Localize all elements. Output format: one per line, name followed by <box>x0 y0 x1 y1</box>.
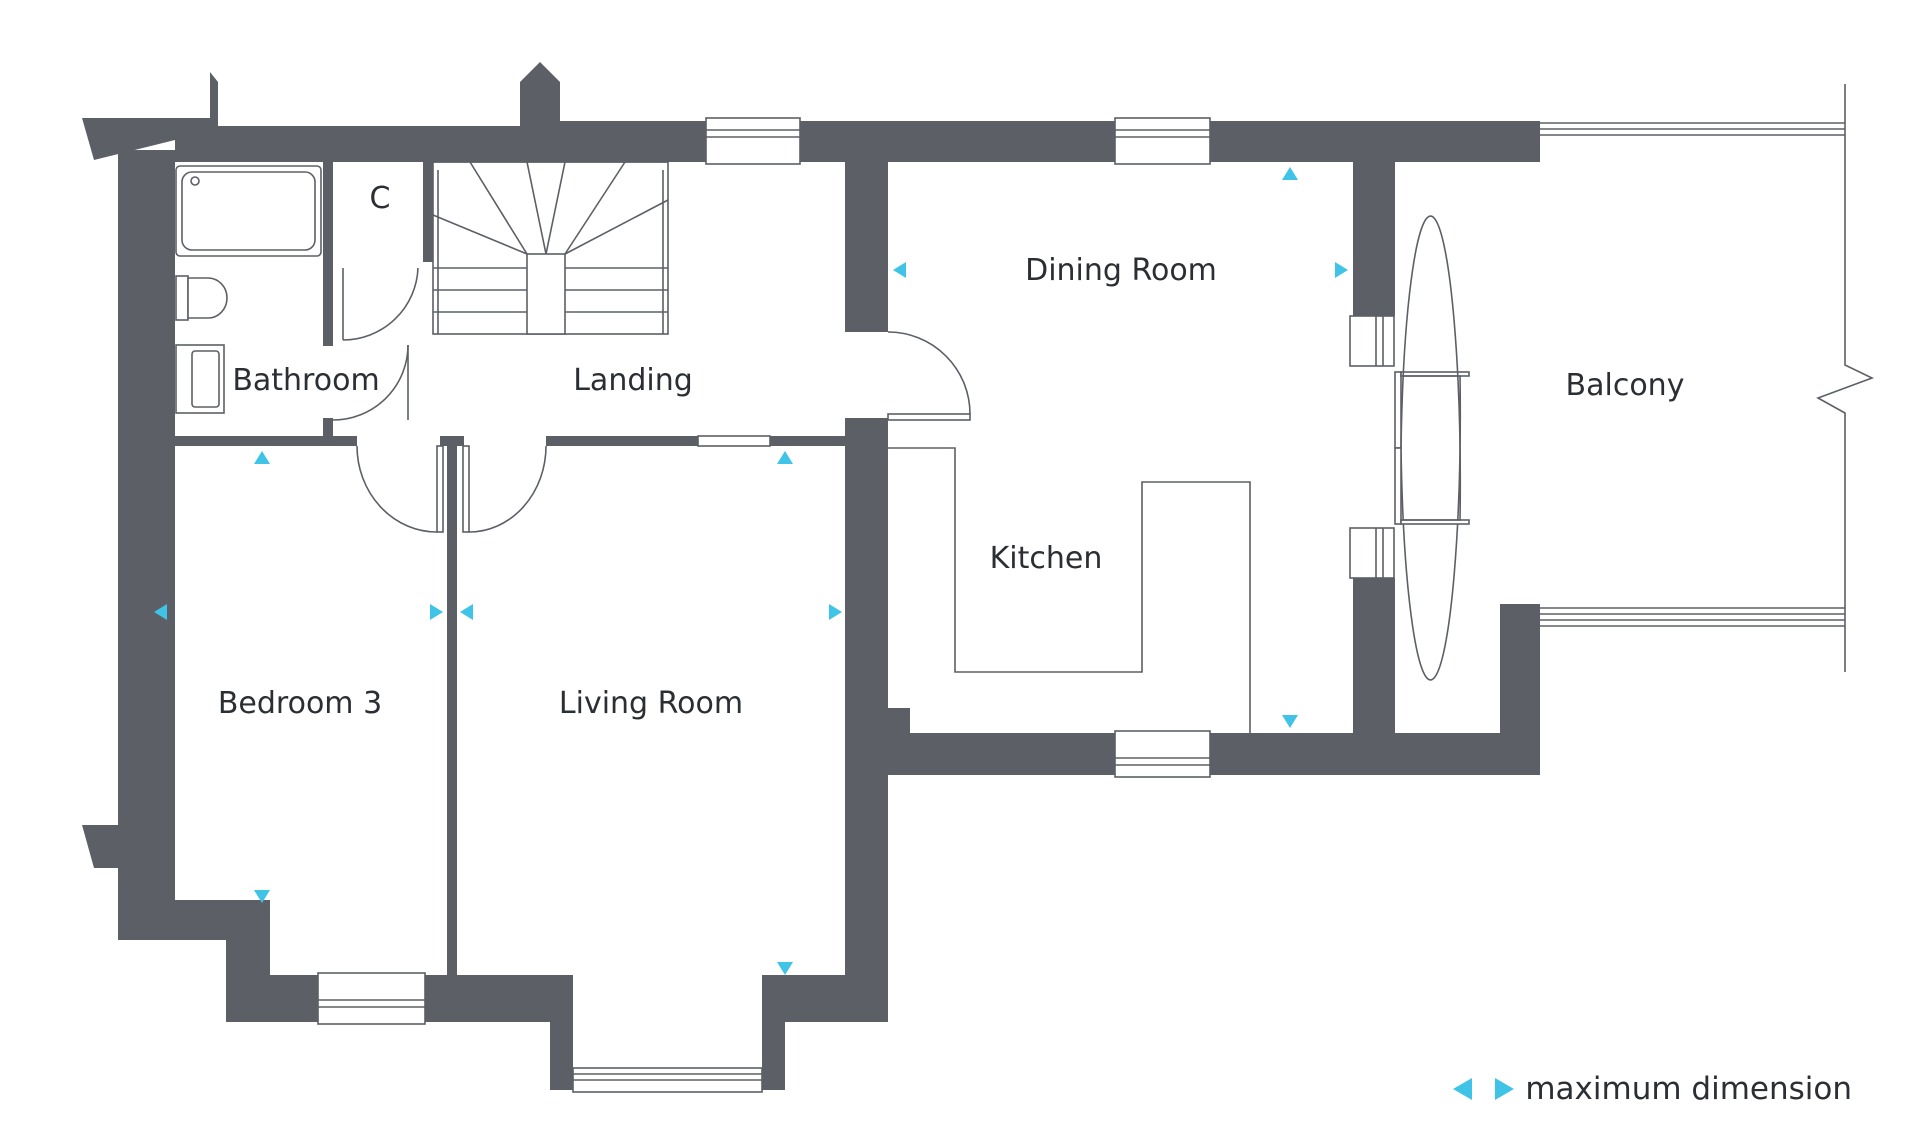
label-bedroom-3: Bedroom 3 <box>218 686 382 721</box>
wall-dining-right-lower <box>1353 578 1395 733</box>
window-dining-side-lower <box>1349 527 1395 579</box>
label-living-room: Living Room <box>559 686 743 721</box>
windows <box>317 117 1395 1093</box>
window-bedroom3-bottom <box>317 972 426 1025</box>
door-bathroom <box>332 344 409 421</box>
wall-bath-cupboard <box>323 162 333 346</box>
room-labels: Bathroom C Landing Dining Room Kitchen B… <box>218 181 1685 721</box>
wall-cupboard-stair <box>423 162 433 262</box>
staircase-icon <box>432 161 669 335</box>
fixtures <box>175 161 1251 733</box>
balcony-railings <box>1540 84 1875 672</box>
legend: maximum dimension <box>1453 1071 1852 1107</box>
wall-landing-bottom-b <box>546 436 846 446</box>
wall-balcony-return <box>1500 604 1540 775</box>
window-kitchen-bottom <box>1114 730 1211 778</box>
wall-kitchen-bottom-right <box>1210 733 1540 775</box>
wall-landing-bottom-a <box>440 436 464 446</box>
toilet-icon <box>175 275 228 321</box>
wall-bath-cupboard-lower <box>323 418 333 436</box>
wall-top-mid <box>800 121 1115 162</box>
wall-dining-right-upper <box>1353 162 1395 316</box>
marker-bedroom3-right <box>430 604 443 620</box>
window-living-bay <box>572 1067 763 1093</box>
legend-marker-left-icon <box>1453 1078 1472 1100</box>
marker-landing-bottom <box>777 451 793 464</box>
marker-dining-left <box>893 262 906 278</box>
window-dining-side-upper <box>1349 315 1395 367</box>
wall-bed-living-divider <box>447 446 457 976</box>
marker-dining-bottom <box>1282 715 1298 728</box>
wall-bathroom-bottom <box>152 436 357 446</box>
legend-marker-right-icon <box>1495 1078 1514 1100</box>
sink-icon <box>175 344 225 414</box>
door-balcony-lower <box>1394 215 1470 525</box>
door-bedroom3 <box>356 445 444 533</box>
door-balcony-upper <box>1394 371 1470 681</box>
door-cupboard <box>342 267 419 341</box>
window-landing-internal <box>697 435 771 447</box>
marker-dining-right <box>1335 262 1348 278</box>
marker-bedroom3-bottom <box>254 890 270 903</box>
label-dining-room: Dining Room <box>1025 253 1217 288</box>
marker-living-bottom <box>777 962 793 975</box>
wall-dining-left-upper <box>845 162 888 332</box>
dimension-markers <box>154 167 1348 975</box>
wall-bay-right <box>762 975 845 1090</box>
door-dining <box>887 331 971 421</box>
marker-living-right <box>829 604 842 620</box>
wall-kitchen-bottom <box>845 708 1115 1022</box>
wall-top-right <box>1210 121 1540 162</box>
label-cupboard: C <box>370 181 391 216</box>
wall-top-left <box>82 62 706 162</box>
kitchen-counter <box>888 447 1251 733</box>
door-living-room <box>462 445 547 533</box>
marker-bathroom-bottom <box>254 451 270 464</box>
label-landing: Landing <box>573 363 693 398</box>
label-balcony: Balcony <box>1566 368 1685 403</box>
wall-bottom-left <box>118 900 318 1022</box>
marker-bedroom3-left <box>154 604 167 620</box>
wall-bay-left <box>550 975 573 1090</box>
doors <box>332 215 1470 681</box>
bathtub-icon <box>175 165 322 257</box>
wall-left-notch <box>82 825 118 868</box>
legend-label: maximum dimension <box>1525 1071 1852 1107</box>
marker-living-left <box>460 604 473 620</box>
window-dining-top <box>1114 117 1211 165</box>
marker-dining-top <box>1282 167 1298 180</box>
wall-left-outer <box>118 150 175 940</box>
wall-bottom-bed3-right <box>425 975 573 1022</box>
walls <box>82 62 1540 1090</box>
label-bathroom: Bathroom <box>232 363 379 398</box>
window-landing-top <box>705 117 801 165</box>
label-kitchen: Kitchen <box>990 541 1103 576</box>
